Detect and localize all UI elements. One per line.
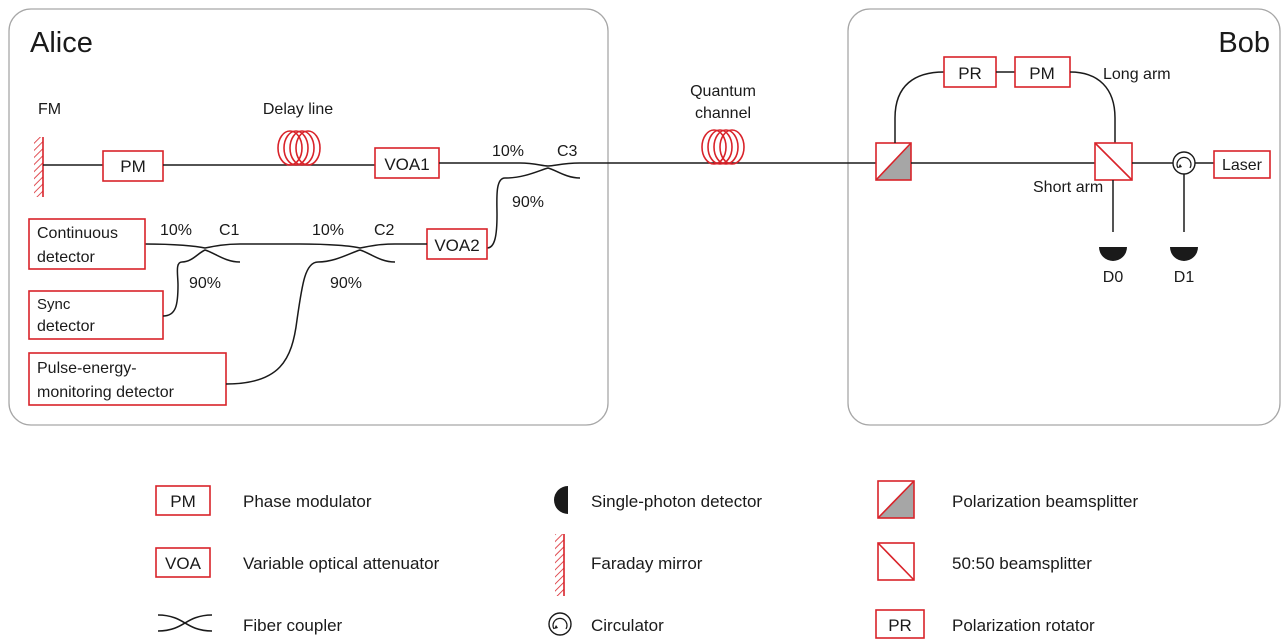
sync-detector-line2: detector xyxy=(37,318,95,335)
bs-icon xyxy=(1094,142,1133,181)
legend-pbs-label: Polarization beamsplitter xyxy=(952,492,1138,511)
channel-line1: Quantum xyxy=(690,83,756,100)
faraday-mirror-legend-icon xyxy=(555,534,565,596)
legend-pm-label: Phase modulator xyxy=(243,492,372,511)
d1-label: D1 xyxy=(1174,269,1195,286)
bob-pm-label: PM xyxy=(1029,64,1055,83)
legend-pm-symbol-text: PM xyxy=(170,492,196,511)
legend-detector-label: Single-photon detector xyxy=(591,492,762,511)
laser-label: Laser xyxy=(1222,157,1263,174)
pbs-legend-icon xyxy=(877,480,915,519)
fiber-coupler-icon xyxy=(157,614,213,632)
legend-faraday-label: Faraday mirror xyxy=(591,554,703,573)
fiber-c1-sync xyxy=(162,261,183,317)
delay-line-icon xyxy=(277,130,321,166)
pulse-detector-line1: Pulse-energy- xyxy=(37,360,137,377)
sync-detector-box xyxy=(28,290,164,340)
circulator-icon xyxy=(1172,151,1196,175)
legend-pr-symbol xyxy=(875,609,925,639)
channel-line2: channel xyxy=(695,105,751,122)
legend-circulator-label: Circulator xyxy=(591,616,664,635)
long-arm-fiber-left xyxy=(894,71,945,143)
sync-detector-line1: Sync xyxy=(37,296,71,313)
fm-label: FM xyxy=(38,101,61,118)
legend: PM Phase modulator VOA Variable optical … xyxy=(155,480,1138,639)
fiber-c3-voa2 xyxy=(486,177,506,249)
legend-voa-symbol xyxy=(155,547,211,578)
coupler-c1-icon xyxy=(144,243,241,263)
legend-bs-label: 50:50 beamsplitter xyxy=(952,554,1092,573)
legend-voa-symbol-text: VOA xyxy=(165,554,202,573)
alice-pm-label: PM xyxy=(120,157,146,176)
bob-pm-box xyxy=(1014,56,1071,88)
bs-legend-icon xyxy=(877,542,915,581)
c2-bottom-pct: 90% xyxy=(330,275,362,292)
laser-box xyxy=(1213,150,1271,179)
long-arm-fiber-right xyxy=(1069,71,1116,143)
c2-top-pct: 10% xyxy=(312,222,344,239)
d0-detector-icon xyxy=(1099,247,1127,261)
pulse-energy-detector-box xyxy=(28,352,227,406)
quantum-channel-coil-icon xyxy=(701,129,745,165)
coupler-c3-icon xyxy=(504,162,581,179)
legend-pm-symbol xyxy=(155,485,211,516)
voa1-label: VOA1 xyxy=(384,155,429,174)
coupler-c2-icon xyxy=(299,243,396,263)
d0-label: D0 xyxy=(1103,269,1124,286)
bob-panel xyxy=(847,8,1281,426)
pr-label: PR xyxy=(958,64,982,83)
short-arm-label: Short arm xyxy=(1033,179,1103,196)
alice-pm-box xyxy=(102,150,164,182)
continuous-detector-line2: detector xyxy=(37,249,95,266)
c3-top-pct: 10% xyxy=(492,143,524,160)
c1-bottom-pct: 90% xyxy=(189,275,221,292)
pbs-icon xyxy=(875,142,912,181)
c2-label: C2 xyxy=(374,222,395,239)
c3-bottom-pct: 90% xyxy=(512,194,544,211)
voa2-label: VOA2 xyxy=(434,236,479,255)
pulse-detector-line2: monitoring detector xyxy=(37,384,175,401)
d1-detector-icon xyxy=(1170,247,1198,261)
circulator-legend-icon xyxy=(548,612,572,636)
bob-title: Bob xyxy=(1218,27,1270,59)
alice-title: Alice xyxy=(30,27,93,59)
pr-box xyxy=(943,56,997,88)
legend-pr-symbol-text: PR xyxy=(888,616,912,635)
continuous-detector-line1: Continuous xyxy=(37,225,118,242)
legend-coupler-label: Fiber coupler xyxy=(243,616,343,635)
detector-icon xyxy=(554,486,568,514)
legend-voa-label: Variable optical attenuator xyxy=(243,554,440,573)
continuous-detector-box xyxy=(28,218,146,270)
fiber-c2-pulse xyxy=(225,261,319,385)
alice-panel xyxy=(8,8,609,426)
c1-label: C1 xyxy=(219,222,240,239)
c3-label: C3 xyxy=(557,143,578,160)
voa2-box xyxy=(426,228,488,260)
legend-pr-label: Polarization rotator xyxy=(952,616,1095,635)
faraday-mirror-icon xyxy=(34,137,44,197)
c1-top-pct: 10% xyxy=(160,222,192,239)
voa1-box xyxy=(374,147,440,179)
long-arm-label: Long arm xyxy=(1103,66,1171,83)
delay-line-label: Delay line xyxy=(263,101,333,118)
